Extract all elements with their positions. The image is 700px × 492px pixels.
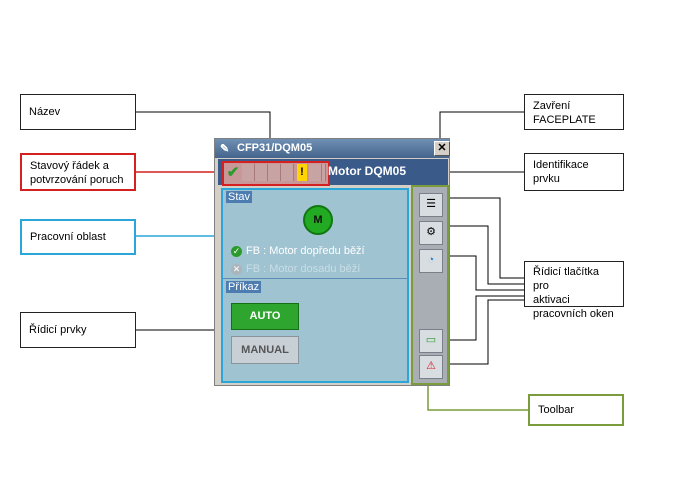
auto-button[interactable]: AUTO: [231, 303, 299, 330]
status-segment: [281, 164, 294, 181]
callout-stavovy-text-1: Stavový řádek a: [30, 160, 109, 172]
callout-ridici-tlacitka: Řídicí tlačítka pro aktivaci pracovních …: [524, 261, 624, 320]
fb-target-status: ✕ FB : Motor dosadu běží: [231, 263, 360, 275]
status-segment: [255, 164, 268, 181]
motor-symbol: M: [313, 214, 323, 226]
callout-zavreni-text-1: Zavření: [533, 100, 571, 112]
toolbar-button-monitor[interactable]: ▭: [419, 329, 443, 353]
faceplate-window: ✎ CFP31/DQM05 ✕ ✔ ! Motor DQM05 Stav M ✓…: [214, 138, 450, 386]
work-area: Stav M ✓ FB : Motor dopředu běží ✕ FB : Mo…: [221, 188, 409, 383]
callout-zavreni: Zavření FACEPLATE: [524, 94, 624, 130]
section-divider: [223, 278, 407, 279]
toolbar-button-settings[interactable]: ⚙: [419, 221, 443, 245]
check-icon: ✓: [231, 245, 242, 257]
check-icon[interactable]: ✔: [226, 164, 240, 181]
motor-icon: M: [303, 205, 333, 235]
callout-pracovni-text: Pracovní oblast: [30, 231, 106, 243]
fb-forward-text: FB : Motor dopředu běží: [246, 245, 365, 257]
status-segment: [242, 164, 255, 181]
status-indicator-group[interactable]: ✔ !: [222, 161, 330, 186]
pen-icon: ✎: [220, 143, 230, 155]
warning-icon[interactable]: !: [297, 164, 307, 181]
toolbar-button-list[interactable]: ☰: [419, 193, 443, 217]
callout-ridici-tlacitka-text-3: pracovních oken: [533, 308, 614, 320]
toolbar-button-dial[interactable]: ◔: [419, 249, 443, 273]
callout-toolbar: Toolbar: [528, 394, 624, 426]
gear-icon: ⚙: [426, 226, 436, 238]
status-segment: [309, 164, 322, 181]
status-row: ✔ ! Motor DQM05: [218, 159, 448, 186]
callout-nazev: Název: [20, 94, 136, 130]
callout-ridici-prvky: Řídicí prvky: [20, 312, 136, 348]
callout-identifikace: Identifikace prvku: [524, 153, 624, 191]
toolbar-button-alarm[interactable]: ⚠: [419, 355, 443, 379]
callout-zavreni-text-2: FACEPLATE: [533, 114, 596, 126]
status-section-label: Stav: [226, 191, 253, 203]
toolbar: ☰ ⚙ ◔ ▭ ⚠: [411, 185, 449, 385]
command-section-label: Příkaz: [226, 281, 262, 293]
fb-target-text: FB : Motor dosadu běží: [246, 263, 361, 275]
callout-toolbar-text: Toolbar: [538, 404, 575, 416]
dial-icon: ◔: [427, 254, 435, 266]
callout-ridici-prvky-text: Řídicí prvky: [29, 324, 87, 336]
list-icon: ☰: [426, 198, 436, 210]
manual-button[interactable]: MANUAL: [231, 336, 299, 364]
callout-nazev-text: Název: [29, 106, 61, 118]
callout-pracovni-oblast: Pracovní oblast: [20, 219, 136, 255]
callout-stavovy-radek: Stavový řádek a potvrzování poruch: [20, 153, 136, 191]
status-segment: [322, 164, 326, 181]
cross-icon: ✕: [231, 263, 242, 275]
callout-identifikace-text: Identifikace prvku: [533, 159, 589, 185]
title-bar[interactable]: ✎ CFP31/DQM05 ✕: [215, 139, 450, 158]
monitor-icon: ▭: [425, 334, 437, 346]
status-segment: [268, 164, 281, 181]
fb-forward-status: ✓ FB : Motor dopředu běží: [231, 245, 365, 257]
alarm-icon: ⚠: [426, 360, 436, 372]
callout-ridici-tlacitka-text-2: aktivaci: [533, 294, 570, 306]
window-title: CFP31/DQM05: [237, 142, 313, 154]
callout-stavovy-text-2: potvrzování poruch: [30, 174, 124, 186]
element-identification: Motor DQM05: [328, 164, 406, 178]
close-button[interactable]: ✕: [434, 141, 450, 156]
close-icon: ✕: [437, 142, 447, 154]
callout-ridici-tlacitka-text-1: Řídicí tlačítka pro: [533, 266, 600, 292]
